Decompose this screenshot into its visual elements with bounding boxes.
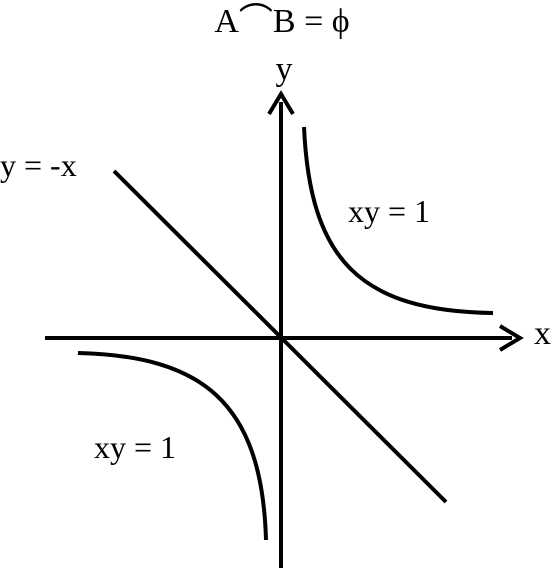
hyperbola-upper-label: xy = 1	[348, 193, 430, 229]
diagram-title: A⌒B = ϕ	[214, 2, 349, 40]
hyperbola-lower-branch	[77, 351, 268, 541]
x-axis-label: x	[534, 315, 551, 352]
x-axis-arrowhead	[498, 324, 524, 352]
hyperbola-upper-branch	[302, 126, 494, 315]
line-y-equals-neg-x	[112, 169, 448, 504]
line-label: y = -x	[0, 147, 77, 183]
hyperbola-lower-label: xy = 1	[94, 429, 176, 465]
y-axis-label: y	[276, 51, 293, 88]
y-axis-arrowhead	[267, 90, 295, 116]
